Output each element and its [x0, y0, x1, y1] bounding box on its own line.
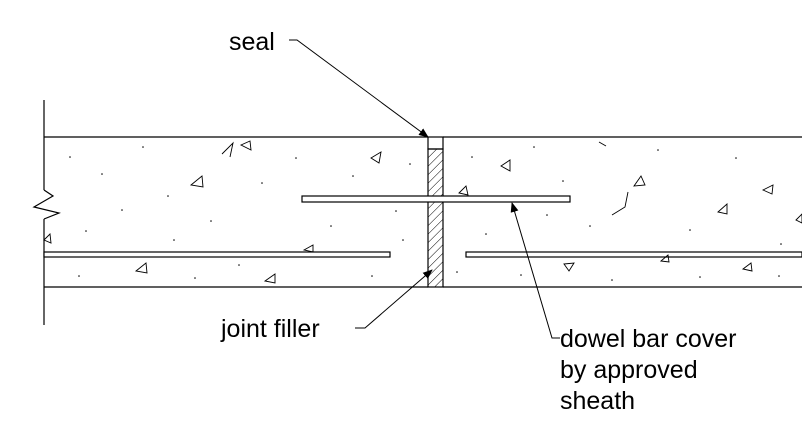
dowel-label-line-2: by approved	[560, 356, 698, 384]
seal	[427, 136, 444, 150]
rebar-right	[465, 251, 802, 258]
joint-filler	[427, 148, 444, 288]
aggregate-marks	[221, 141, 629, 216]
dowel-bar-cover-label: dowel bar cover by approved sheath	[560, 324, 736, 417]
dowel-label-line-1: dowel bar cover	[560, 325, 737, 353]
seal-leader	[289, 39, 429, 138]
leader-lines	[289, 39, 560, 339]
dowel-label-line-3: sheath	[560, 387, 636, 415]
joint-filler-leader	[355, 269, 433, 329]
dowel-cover-leader	[510, 202, 560, 339]
dowel-bar	[301, 195, 571, 203]
rebar-left	[43, 251, 391, 258]
joint-filler-label: joint filler	[221, 315, 320, 343]
slab-outline	[44, 136, 802, 288]
sand-dots	[69, 146, 782, 281]
aggregate-triangles	[43, 140, 802, 284]
seal-label: seal	[229, 28, 275, 56]
break-line	[32, 100, 61, 325]
